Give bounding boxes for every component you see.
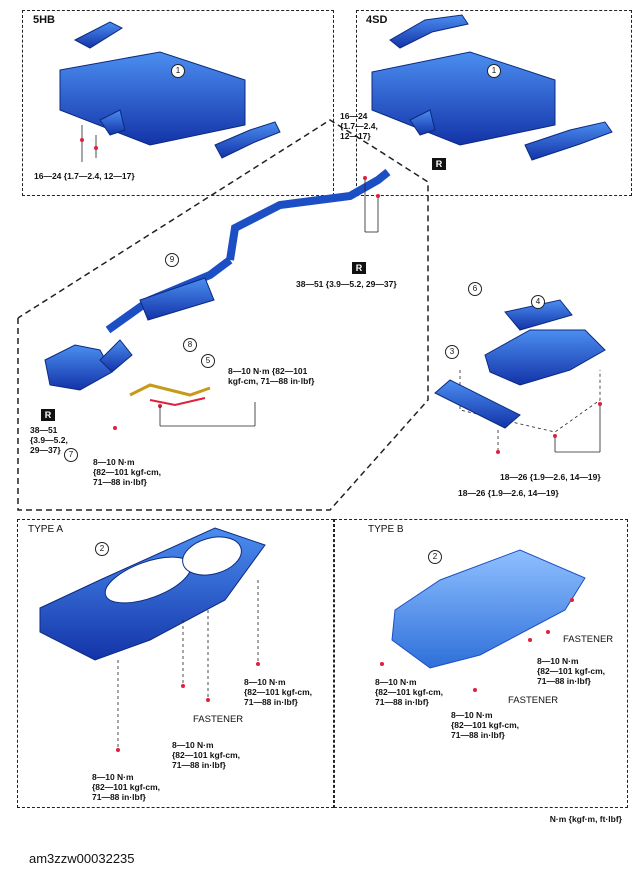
panel-5hb: [22, 10, 334, 196]
callout-1: 1: [487, 64, 501, 78]
figure-code: am3zzw00032235: [29, 851, 135, 866]
bolt-icon: [80, 138, 84, 142]
silencer-5hb: [59, 21, 281, 159]
fastener-label-type-b-2: FASTENER: [563, 634, 614, 645]
torque-label-type-a-1: 8—10 N·m {82—101 kgf-cm, 71—88 in·lbf}: [92, 772, 161, 802]
type-b-under-cover: [391, 549, 586, 669]
panel-type-a: [17, 519, 334, 808]
bolt-icon: [528, 638, 532, 642]
bolt-icon: [473, 688, 477, 692]
callout-3: 3: [445, 345, 459, 359]
bolt-icon: [181, 684, 185, 688]
callout-8: 8: [183, 338, 197, 352]
callout-6: 6: [468, 282, 482, 296]
bolt-icon: [116, 748, 120, 752]
torque-label-cover4: 18—26 {1.9—2.6, 14—19}: [500, 472, 601, 482]
callout-9: 9: [165, 253, 179, 267]
fastener-label-type-a: FASTENER: [193, 714, 244, 725]
callout-2: 2: [95, 542, 109, 556]
callout-1: 1: [171, 64, 185, 78]
silencer-4sd: [371, 14, 613, 161]
r-mark: R: [432, 158, 446, 170]
units-note: N·m {kgf·m, ft·lbf}: [549, 814, 622, 824]
under-cover-3: [434, 379, 521, 429]
type-a-title: TYPE A: [28, 524, 64, 535]
panel-4sd: [356, 10, 632, 196]
fastener-label-type-b: FASTENER: [508, 695, 559, 706]
bolt-icon: [570, 598, 574, 602]
callout-2: 2: [428, 550, 442, 564]
bolt-icon: [363, 176, 367, 180]
r-mark: R: [41, 409, 55, 421]
bolt-icon: [380, 662, 384, 666]
middle-pipe: [44, 168, 391, 391]
torque-label-front-joint: 38—51 {3.9—5.2, 29—37}: [30, 425, 68, 455]
type-a-under-cover: [39, 527, 266, 661]
callout-4: 4: [531, 295, 545, 309]
torque-label-hanger-right: 8—10 N·m {82—101 kgf-cm, 71—88 in·lbf}: [228, 366, 315, 386]
bolt-icon: [206, 698, 210, 702]
torque-label-type-b-1: 8—10 N·m {82—101 kgf-cm, 71—88 in·lbf}: [375, 677, 444, 707]
under-cover-4: [484, 299, 606, 386]
bolt-icon: [553, 434, 557, 438]
bolt-icon: [113, 426, 117, 430]
callout-7: 7: [64, 448, 78, 462]
panel-type-b: [334, 519, 628, 808]
bolt-icon: [546, 630, 550, 634]
bolt-icon: [376, 194, 380, 198]
type-b-title: TYPE B: [368, 524, 404, 535]
bolt-icon: [94, 146, 98, 150]
torque-label-type-b-2: 8—10 N·m {82—101 kgf-cm, 71—88 in·lbf}: [451, 710, 520, 740]
panel-title-5hb: 5HB: [33, 14, 56, 26]
torque-label-hanger-left: 8—10 N·m {82—101 kgf-cm, 71—88 in·lbf}: [93, 457, 162, 487]
torque-label-sd-tail: 16—24 {1.7—2.4, 12—17}: [340, 111, 378, 141]
callout-5: 5: [201, 354, 215, 368]
torque-label-hb-tail: 16—24 {1.7—2.4, 12—17}: [34, 171, 135, 181]
torque-label-type-a-2: 8—10 N·m {82—101 kgf-cm, 71—88 in·lbf}: [172, 740, 241, 770]
bolt-icon: [496, 450, 500, 454]
bolt-icon: [256, 662, 260, 666]
torque-label-type-b-3: 8—10 N·m {82—101 kgf-cm, 71—88 in·lbf}: [537, 656, 606, 686]
torque-label-mid-joint: 38—51 {3.9—5.2, 29—37}: [296, 279, 397, 289]
bolt-icon: [598, 402, 602, 406]
panel-title-4sd: 4SD: [366, 14, 388, 26]
torque-label-type-a-3: 8—10 N·m {82—101 kgf-cm, 71—88 in·lbf}: [244, 677, 313, 707]
torque-label-cover3: 18—26 {1.9—2.6, 14—19}: [458, 488, 559, 498]
r-mark: R: [352, 262, 366, 274]
mid-pipe-outline: [17, 119, 429, 511]
